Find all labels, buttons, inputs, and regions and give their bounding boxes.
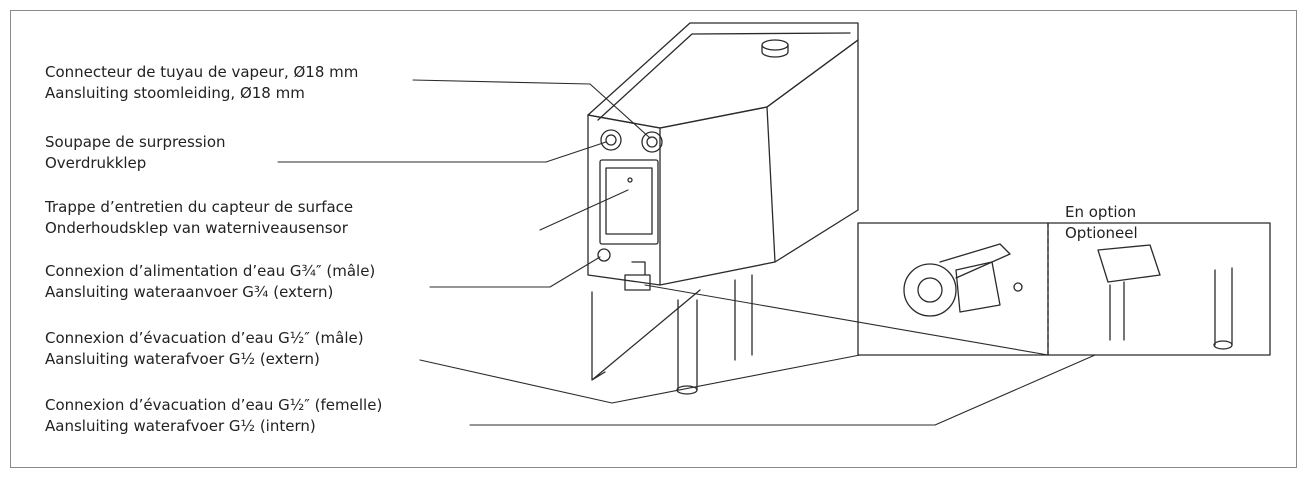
label-drain-female-nl: Aansluiting waterafvoer G½ (intern)	[45, 417, 316, 435]
unit-rear-edge	[766, 106, 776, 263]
leader-drain-male	[419, 354, 861, 404]
label-drain-female-fr: Connexion d’évacuation d’eau G½″ (femell…	[45, 396, 383, 414]
label-water-inlet: Connexion d’alimentation d’eau G¾″ (mâle…	[45, 261, 375, 303]
option-leg-foot	[1213, 340, 1233, 350]
steam-connector-inner	[605, 134, 617, 146]
unit-top-rim	[597, 32, 851, 121]
label-option-nl: Optioneel	[1065, 224, 1138, 242]
detail-valve-bore	[917, 277, 943, 303]
label-sensor-hatch: Trappe d’entretien du capteur de surface…	[45, 197, 353, 239]
label-water-inlet-fr: Connexion d’alimentation d’eau G¾″ (mâle…	[45, 262, 376, 280]
detail-valve-box	[857, 222, 1049, 356]
label-sensor-hatch-nl: Onderhoudsklep van waterniveausensor	[45, 219, 348, 237]
solenoid-valve	[1097, 244, 1161, 283]
label-steam-connector: Connecteur de tuyau de vapeur, Ø18 mm Aa…	[45, 62, 358, 104]
option-leg	[1214, 267, 1233, 346]
label-sensor-hatch-fr: Trappe d’entretien du capteur de surface	[45, 198, 354, 216]
leader-drain-detail	[644, 284, 1049, 356]
front-leg	[677, 299, 698, 391]
unit-side-face	[659, 39, 859, 286]
steam-generator-unit	[587, 22, 859, 395]
label-drain-male-nl: Aansluiting waterafvoer G½ (extern)	[45, 350, 320, 368]
top-steam-pipe-body	[761, 44, 789, 58]
detail-valve-handle	[939, 243, 1011, 279]
label-safety-valve-fr: Soupape de surpression	[45, 133, 226, 151]
safety-valve-port	[641, 131, 663, 153]
drain-valve	[624, 261, 651, 291]
label-option: En option Optioneel	[1065, 202, 1138, 244]
detail-option-frame	[1047, 222, 1271, 356]
leader-safety-valve	[277, 141, 607, 163]
leader-water-inlet	[429, 256, 601, 288]
sensor-hatch-inner	[605, 167, 653, 235]
label-drain-male: Connexion d’évacuation d’eau G½″ (mâle) …	[45, 328, 364, 370]
detail-valve-nut	[955, 261, 1001, 313]
detail-valve-frame	[857, 222, 1049, 356]
label-steam-connector-nl: Aansluiting stoomleiding, Ø18 mm	[45, 84, 305, 102]
unit-top-face	[587, 22, 859, 129]
steam-connector-port	[600, 129, 622, 151]
label-drain-male-fr: Connexion d’évacuation d’eau G½″ (mâle)	[45, 329, 364, 347]
detail-valve-body	[903, 263, 957, 317]
sensor-hatch-outer	[599, 159, 659, 245]
detail-valve-screw	[1013, 282, 1023, 292]
rear-leg	[734, 274, 753, 361]
unit-front-face	[587, 114, 661, 286]
safety-valve-inner	[646, 136, 658, 148]
top-steam-pipe	[761, 39, 789, 51]
water-inlet-port	[597, 248, 611, 262]
solenoid-pipe	[1109, 281, 1125, 341]
detail-option-box	[1047, 222, 1271, 356]
label-drain-female: Connexion d’évacuation d’eau G½″ (femell…	[45, 395, 382, 437]
label-option-fr: En option	[1065, 203, 1137, 221]
mounting-bracket	[591, 289, 701, 381]
leader-sensor-hatch	[539, 189, 629, 231]
label-safety-valve: Soupape de surpression Overdrukklep	[45, 132, 226, 174]
diagram-frame	[10, 10, 1297, 468]
leader-lines	[277, 79, 1096, 426]
label-water-inlet-nl: Aansluiting wateraanvoer G¾ (extern)	[45, 283, 334, 301]
leader-drain-female	[469, 354, 1096, 426]
sensor-hatch-screw	[627, 177, 633, 183]
label-safety-valve-nl: Overdrukklep	[45, 154, 147, 172]
label-steam-connector-fr: Connecteur de tuyau de vapeur, Ø18 mm	[45, 63, 359, 81]
leader-steam-connector	[412, 79, 651, 139]
